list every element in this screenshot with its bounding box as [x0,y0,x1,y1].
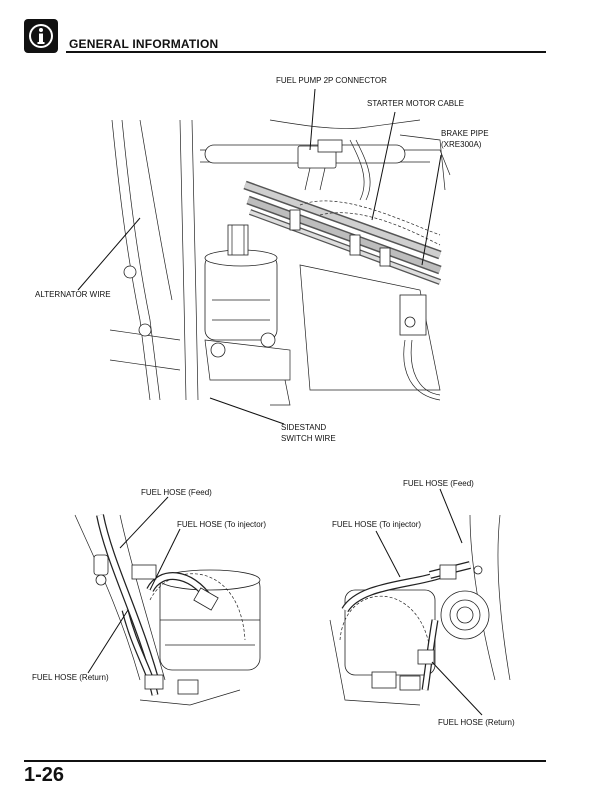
label-brake-pipe: BRAKE PIPE [441,129,489,138]
label-sidestand: SIDESTAND [281,423,327,432]
top-illustration [109,119,451,406]
label-fuel-hose-feed-left: FUEL HOSE (Feed) [141,488,212,497]
section-title: GENERAL INFORMATION [69,37,219,51]
label-alternator-wire: ALTERNATOR WIRE [35,290,111,299]
bottom-left-illustration [74,514,261,706]
bottom-right-leader-lines [375,488,483,716]
label-fuel-hose-return-left: FUEL HOSE (Return) [32,673,109,682]
label-brake-pipe-model: (XRE300A) [441,140,482,149]
page-number: 1-26 [24,764,65,786]
label-fuel-hose-return-right: FUEL HOSE (Return) [438,718,515,727]
label-fuel-hose-injector-left: FUEL HOSE (To injector) [177,520,267,529]
info-icon [24,19,58,53]
label-fuel-pump-connector: FUEL PUMP 2P CONNECTOR [276,76,387,85]
label-starter-motor-cable: STARTER MOTOR CABLE [367,99,464,108]
label-fuel-hose-feed-right: FUEL HOSE (Feed) [403,479,474,488]
footer-rule [24,760,546,762]
header-rule [66,51,546,53]
top-leader-lines [77,88,442,425]
label-fuel-hose-injector-right: FUEL HOSE (To injector) [332,520,422,529]
label-sidestand-switch-wire: SWITCH WIRE [281,434,336,443]
bottom-left-leader-lines [87,496,181,674]
bottom-right-illustration [329,514,511,706]
